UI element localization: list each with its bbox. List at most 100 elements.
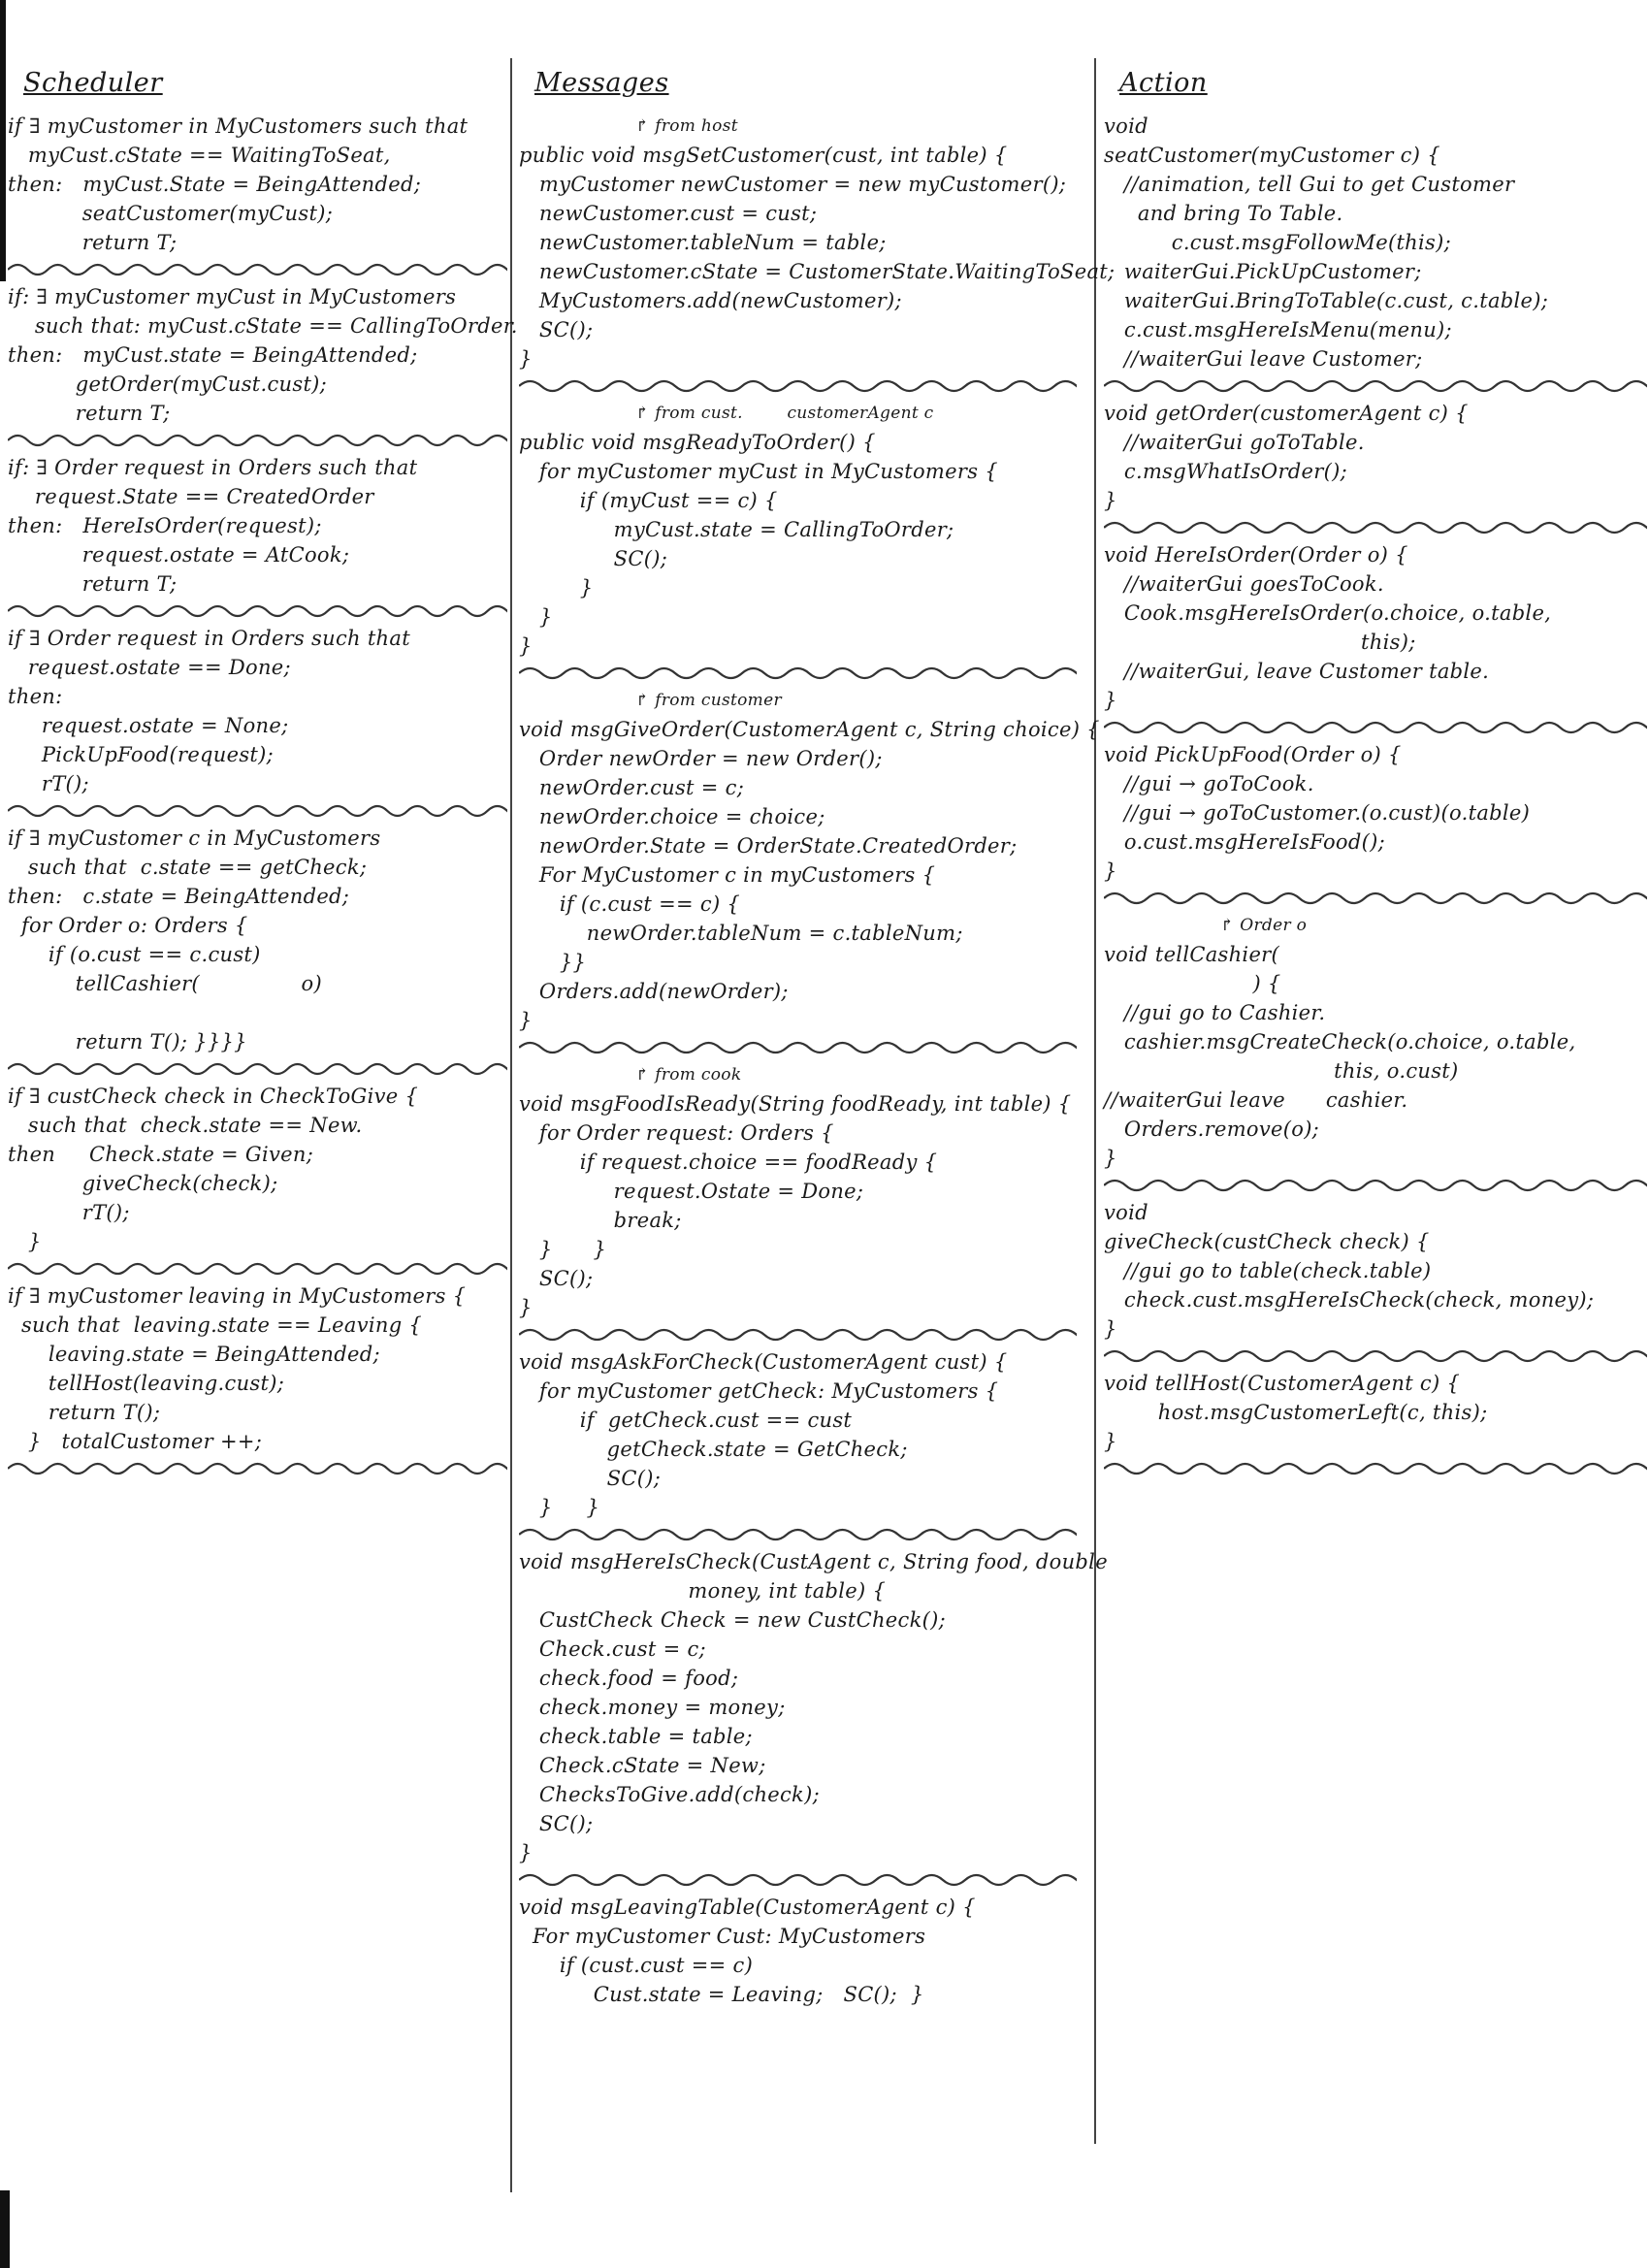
action-code-line: } [1104,1147,1117,1170]
action-code-line: } [1104,489,1117,512]
scheduler-code-block: if: ∃ myCustomer myCust in MyCustomers s… [8,282,518,428]
scheduler-code-line: PickUpFood(request); [8,743,275,766]
action-code-line: //gui → goToCustomer.(o.cust)(o.table) [1104,801,1531,825]
messages-code-line: void msgAskForCheck(CustomerAgent cust) … [519,1350,1008,1374]
scheduler-heading: Scheduler [23,68,163,98]
action-code-line: seatCustomer(myCustomer c) { [1104,144,1440,167]
messages-code-line: public void msgReadyToOrder() { [519,431,876,454]
wavy-separator [8,263,507,276]
action-code-block: void tellHost(CustomerAgent c) { host.ms… [1104,1369,1647,1456]
scheduler-code-block: if ∃ myCustomer leaving in MyCustomers {… [8,1281,507,1456]
wavy-separator [1104,1462,1647,1475]
wavy-separator [519,379,1077,393]
action-code-line: and bring To Table. [1104,202,1343,225]
action-code-line: c.msgWhatIsOrder(); [1104,460,1347,483]
messages-code-line: void msgGiveOrder(CustomerAgent c, Strin… [519,718,1100,741]
messages-code-line: } [519,576,594,599]
wavy-separator [519,1328,1077,1342]
messages-code-line: newOrder.tableNum = c.tableNum; [519,922,963,945]
scheduler-code-line: } [8,1230,42,1253]
scheduler-code-line: then: c.state = BeingAttended; [8,885,350,908]
scheduler-code-block: if: ∃ Order request in Orders such that … [8,453,507,599]
scan-edge-mark-top [0,0,6,281]
scheduler-code-line: request.ostate == Done; [8,656,291,679]
messages-code-line: } [519,605,553,629]
messages-code-line: MyCustomers.add(newCustomer); [519,289,902,312]
messages-code-line: void msgLeavingTable(CustomerAgent c) { [519,1895,976,1919]
action-code-line: //gui go to Cashier. [1104,1001,1326,1024]
wavy-separator [519,1041,1077,1054]
scheduler-code-line: rT(); [8,772,89,795]
messages-code-line: for myCustomer myCust in MyCustomers { [519,460,998,483]
scheduler-code-line: } totalCustomer ++; [8,1430,263,1453]
messages-code-line: check.money = money; [519,1696,786,1719]
messages-code-line: newCustomer.tableNum = table; [519,231,887,254]
action-code-block: void HereIsOrder(Order o) { //waiterGui … [1104,540,1647,715]
scheduler-code-line: getOrder(myCust.cust); [8,373,328,396]
scheduler-code-line: then: [8,685,63,708]
action-code-line: this, o.cust) [1104,1059,1459,1083]
messages-code-line: for myCustomer getCheck: MyCustomers { [519,1379,999,1403]
messages-code-line: SC(); [519,1267,594,1290]
action-code-line: void tellCashier( [1104,943,1280,966]
action-code-line: //animation, tell Gui to get Customer [1104,173,1515,196]
wavy-separator [8,1262,507,1276]
scheduler-code-line: return T; [8,572,178,596]
scheduler-code-line: request.State == CreatedOrder [8,485,374,508]
messages-code-line: CustCheck Check = new CustCheck(); [519,1608,946,1632]
scheduler-code-line: if ∃ custCheck check in CheckToGive { [8,1085,419,1108]
messages-code-line: void msgHereIsCheck(CustAgent c, String … [519,1550,1108,1573]
messages-code-line: Orders.add(newOrder); [519,980,789,1003]
messages-code-line: if request.choice == foodReady { [519,1150,938,1174]
scheduler-code-line: such that: myCust.cState == CallingToOrd… [8,314,518,338]
messages-code-line: for Order request: Orders { [519,1121,834,1145]
messages-code-line: public void msgSetCustomer(cust, int tab… [519,144,1008,167]
action-code-line: void PickUpFood(Order o) { [1104,743,1402,766]
scheduler-code-line: then: myCust.State = BeingAttended; [8,173,422,196]
messages-code-line: } [519,1841,533,1864]
wavy-separator [519,666,1077,680]
messages-code-line: } } [519,1496,600,1519]
scan-edge-mark-bottom [0,2190,10,2268]
messages-code-line: SC(); [519,318,594,341]
scheduler-code-block: if ∃ Order request in Orders such that r… [8,624,507,798]
messages-code-line: request.Ostate = Done; [519,1180,864,1203]
messages-code-line: newOrder.choice = choice; [519,805,825,828]
scheduler-code-line: return T; [8,402,171,425]
action-code-line: waiterGui.BringToTable(c.cust, c.table); [1104,289,1549,312]
column-divider [510,58,512,2192]
messages-code-line: if (c.cust == c) { [519,892,741,916]
messages-margin-note: ↱ from cook [635,1065,742,1085]
messages-margin-note: ↱ from customer [635,691,782,710]
messages-code-line: Order newOrder = new Order(); [519,747,883,770]
messages-code-line: newCustomer.cState = CustomerState.Waiti… [519,260,1116,283]
messages-code-line: if (myCust == c) { [519,489,778,512]
messages-heading: Messages [534,68,669,98]
messages-code-block: void msgHereIsCheck(CustAgent c, String … [519,1547,1108,1867]
messages-code-block: ↱ from customer void msgGiveOrder(Custome… [519,686,1100,1035]
messages-code-line: if getCheck.cust == cust [519,1409,853,1432]
scheduler-code-line: request.ostate = AtCook; [8,543,350,567]
messages-code-line: }} [519,951,587,974]
scheduler-code-line: leaving.state = BeingAttended; [8,1343,380,1366]
scheduler-code-line: request.ostate = None; [8,714,289,737]
wavy-separator [1104,521,1647,535]
messages-code-line: if (cust.cust == c) [519,1954,754,1977]
scheduler-code-line: if ∃ myCustomer in MyCustomers such that [8,114,469,138]
scheduler-code-line: myCust.cState == WaitingToSeat, [8,144,391,167]
messages-code-line: Check.cState = New; [519,1754,766,1777]
messages-code-line: myCust.state = CallingToOrder; [519,518,954,541]
scheduler-code-line [8,998,507,1027]
scheduler-code-line: if ∃ Order request in Orders such that [8,627,410,650]
wavy-separator [8,804,507,818]
wavy-separator [1104,1349,1647,1363]
action-margin-note: ↱ Order o [1220,916,1308,935]
messages-code-line: newOrder.State = OrderState.CreatedOrder… [519,834,1018,858]
messages-code-line: break; [519,1209,682,1232]
scheduler-code-line: giveCheck(check); [8,1172,278,1195]
wavy-separator [519,1528,1077,1541]
wavy-separator [8,434,507,447]
